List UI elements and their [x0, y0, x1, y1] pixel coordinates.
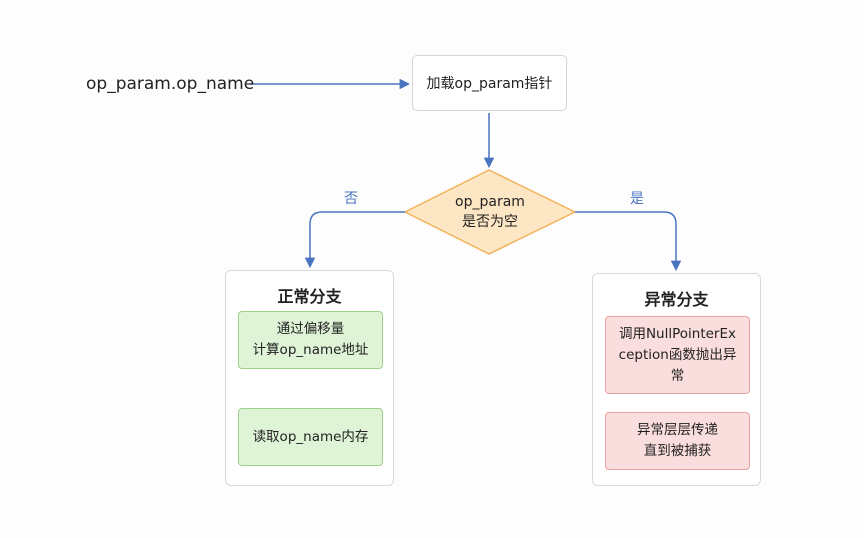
- normal-step-compute-address: 通过偏移量 计算op_name地址: [238, 311, 383, 369]
- decision-line1: op_param: [455, 194, 525, 210]
- normal-branch-title: 正常分支: [277, 287, 342, 306]
- normal-step-read-memory: 读取op_name内存: [238, 408, 383, 466]
- exception-step-throw: 调用NullPointerEx ception函数抛出异 常: [605, 316, 750, 394]
- decision-diamond: [403, 169, 577, 255]
- arrow-no-branch: [304, 211, 405, 269]
- decision-line2: 是否为空: [462, 214, 518, 230]
- edge-label-no: 否: [344, 191, 358, 207]
- exception-branch-title: 异常分支: [644, 290, 709, 309]
- input-label: op_param.op_name: [86, 74, 255, 94]
- edge-label-yes: 是: [630, 191, 644, 207]
- exception-step-propagate: 异常层层传递 直到被捕获: [605, 412, 750, 470]
- load-pointer-label: 加载op_param指针: [426, 76, 553, 92]
- exception-branch-panel: 异常分支 调用NullPointerEx ception函数抛出异 常 异常层层…: [592, 273, 761, 486]
- normal-branch-panel: 正常分支 通过偏移量 计算op_name地址 读取op_name内存: [225, 270, 394, 486]
- decision-node: op_param 是否为空: [405, 186, 575, 238]
- arrow-yes-branch: [575, 211, 682, 272]
- load-pointer-node: 加载op_param指针: [412, 55, 567, 111]
